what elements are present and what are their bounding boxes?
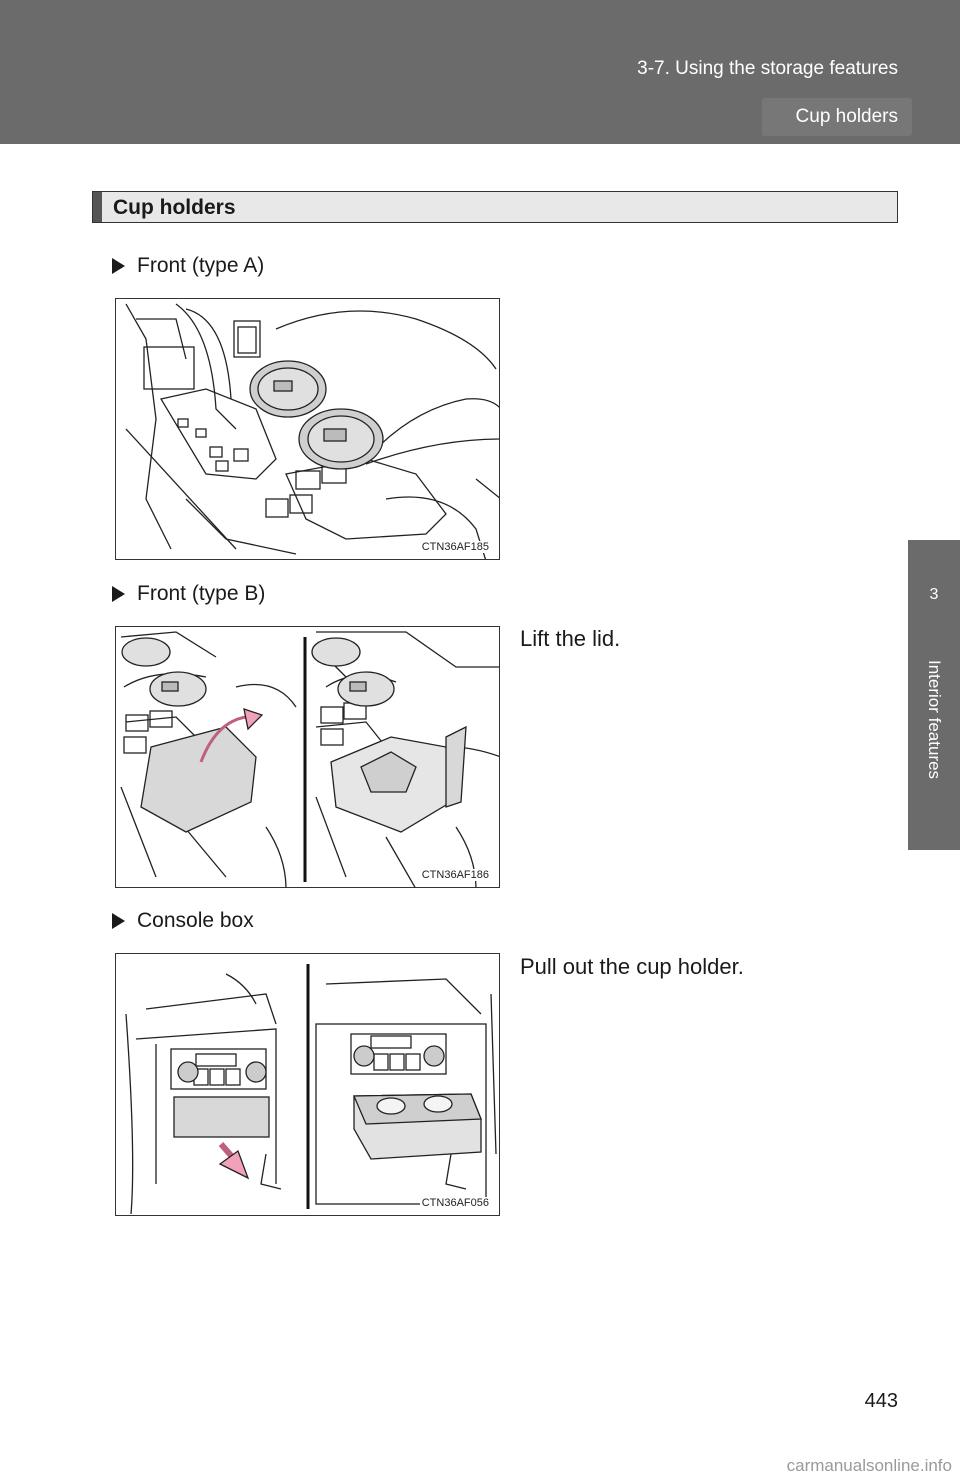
topic-tab-bg — [762, 98, 912, 136]
side-tab-number: 3 — [929, 586, 939, 603]
side-tab-label: Interior features — [925, 660, 944, 780]
item-heading-label: Front (type B) — [137, 582, 266, 605]
triangle-bullet-icon — [112, 258, 125, 274]
figure-front-type-b: CTN36AF186 — [115, 626, 500, 888]
section-heading-bar: Cup holders — [92, 191, 898, 223]
rear-cupholder-illustration — [125, 964, 497, 1215]
caption-lift-lid: Lift the lid. — [520, 626, 621, 651]
chapter-title: 3-7. Using the storage features — [637, 58, 898, 79]
item-heading-label: Front (type A) — [137, 254, 265, 277]
topic-title: Cup holders — [795, 106, 898, 127]
figure-console-box: CTN36AF056 — [115, 953, 500, 1216]
item-heading-front-type-a: Front (type A) — [112, 254, 264, 278]
figure-code: CTN36AF056 — [419, 1197, 491, 1209]
page-number: 443 — [864, 1390, 898, 1412]
section-title: Cup holders — [113, 196, 236, 219]
caption-pull-out: Pull out the cup holder. — [520, 954, 744, 979]
side-tab — [908, 540, 960, 850]
console-cupholder-illustration — [125, 303, 499, 559]
section-accent — [93, 192, 102, 222]
item-heading-console-box: Console box — [112, 909, 254, 933]
triangle-bullet-icon — [112, 586, 125, 602]
item-heading-front-type-b: Front (type B) — [112, 582, 265, 606]
figure-code: CTN36AF185 — [419, 541, 491, 553]
triangle-bullet-icon — [112, 913, 125, 929]
item-heading-label: Console box — [137, 909, 254, 932]
lid-lift-illustration — [120, 631, 499, 887]
figure-front-type-a: CTN36AF185 — [115, 298, 500, 560]
figure-code: CTN36AF186 — [419, 869, 491, 881]
watermark: carmanualsonline.info — [786, 1456, 952, 1475]
